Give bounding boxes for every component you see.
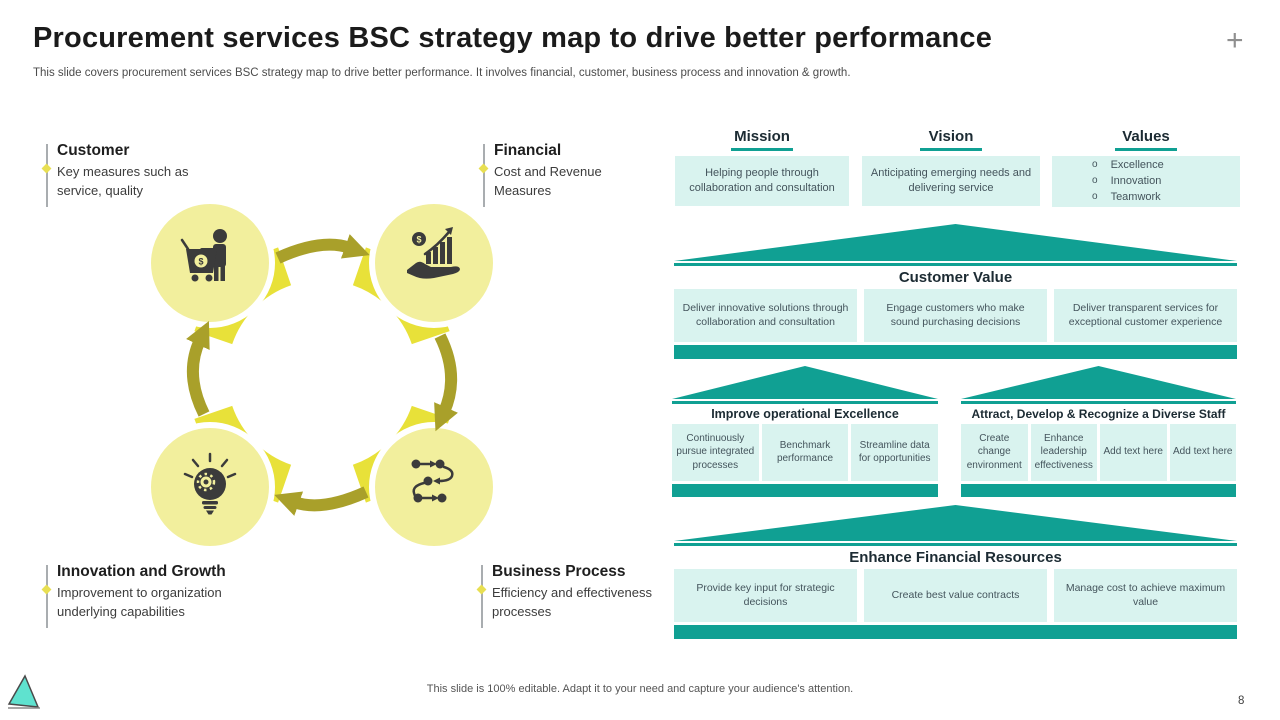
house-base-bar [672, 483, 938, 497]
house-boxes: Deliver innovative solutions through col… [674, 288, 1237, 342]
house-title: Improve operational Excellence [711, 406, 899, 421]
strategy-box: Add text here [1169, 423, 1236, 481]
house-base-bar [674, 344, 1237, 359]
roof-triangle [961, 366, 1236, 399]
page-subtitle: This slide covers procurement services B… [33, 67, 851, 79]
title-underline [920, 148, 982, 151]
mission-title: Mission [734, 128, 790, 145]
house-title: Enhance Financial Resources [849, 548, 1062, 566]
house-boxes: Create change environment Enhance leader… [961, 423, 1236, 481]
svg-text:$: $ [416, 235, 421, 245]
quadrant-title: Customer [57, 142, 130, 159]
strategy-box: Create change environment [961, 423, 1028, 481]
house-financial-resources: Enhance Financial Resources Provide key … [674, 505, 1237, 639]
customer-cart-icon: $ [180, 229, 227, 282]
strategy-box: Provide key input for strategic decision… [674, 568, 857, 622]
quadrant-label-innovation: Innovation and Growth Improvement to org… [41, 563, 257, 628]
bsc-cycle-diagram: $ $ [145, 198, 499, 552]
values-item-text: Excellence [1110, 159, 1164, 171]
diamond-marker-icon [476, 584, 486, 595]
strategy-box: Continuously pursue integrated processes [672, 423, 759, 481]
values-item: o Innovation [1092, 174, 1200, 189]
connector-line [46, 144, 48, 207]
mission-text: Helping people through collaboration and… [675, 156, 849, 206]
vision-title: Vision [928, 128, 974, 145]
plus-icon[interactable]: + [1226, 24, 1244, 57]
quadrant-label-business: Business Process Efficiency and effectiv… [476, 563, 667, 628]
roof-triangle [674, 224, 1237, 261]
house-boxes: Provide key input for strategic decision… [674, 568, 1237, 622]
vision-column: Vision Anticipating emerging needs and d… [862, 128, 1040, 206]
strategy-box: Engage customers who make sound purchasi… [864, 288, 1047, 342]
values-list: o Excellence o Innovation o Teamwork [1052, 156, 1240, 207]
mission-column: Mission Helping people through collabora… [675, 128, 849, 206]
financial-hand-chart-icon: $ [407, 227, 460, 279]
connector-line [483, 144, 485, 207]
page-title: Procurement services BSC strategy map to… [33, 22, 993, 54]
quadrant-label-customer: Customer Key measures such as service, q… [41, 142, 222, 207]
roof-triangle [674, 505, 1237, 541]
roof-baseline [674, 543, 1237, 546]
quadrant-desc: Improvement to organization underlying c… [57, 585, 222, 619]
values-column: Values o Excellence o Innovation o Teamw… [1052, 128, 1240, 207]
strategy-box: Add text here [1100, 423, 1167, 481]
house-operational-excellence: Improve operational Excellence Continuou… [672, 366, 939, 497]
house-base-bar [674, 624, 1237, 639]
strategy-box: Manage cost to achieve maximum value [1054, 568, 1237, 622]
vision-text: Anticipating emerging needs and deliveri… [862, 156, 1040, 206]
bullet: o [1092, 190, 1098, 202]
svg-text:$: $ [198, 257, 203, 267]
brand-triangle-logo [7, 674, 40, 709]
strategy-box: Deliver transparent services for excepti… [1054, 288, 1237, 342]
roof-baseline [674, 263, 1237, 266]
innovation-bulb-gear-icon [183, 452, 237, 515]
values-item-text: Innovation [1110, 174, 1162, 187]
roof-baseline [672, 401, 938, 404]
house-base-bar [961, 483, 1236, 497]
roof-triangle [672, 366, 938, 399]
cycle-arrows [186, 234, 458, 516]
house-title: Customer Value [898, 268, 1013, 286]
strategy-box: Enhance leadership effectiveness [1030, 423, 1097, 481]
connector-line [481, 565, 483, 628]
values-item-text: Teamwork [1110, 190, 1161, 203]
diamond-marker-icon [41, 584, 51, 595]
strategy-box: Create best value contracts [864, 568, 1047, 622]
title-underline [731, 148, 793, 151]
house-diverse-staff: Attract, Develop & Recognize a Diverse S… [961, 366, 1236, 497]
house-customer-value: Customer Value Deliver innovative soluti… [674, 224, 1237, 359]
business-process-flow-icon [411, 459, 454, 503]
diamond-marker-icon [41, 163, 51, 174]
business-process-circle [369, 422, 499, 552]
connector-line [46, 565, 48, 628]
strategy-box: Deliver innovative solutions through col… [674, 288, 857, 342]
strategy-box: Streamline data for opportunities [851, 423, 939, 481]
quadrant-title: Business Process [492, 563, 626, 580]
roof-baseline [961, 401, 1236, 404]
bullet: o [1092, 159, 1098, 170]
house-boxes: Continuously pursue integrated processes… [672, 423, 939, 481]
strategy-box: Benchmark performance [761, 423, 849, 481]
quadrant-desc: Efficiency and effectiveness processes [492, 585, 652, 619]
quadrant-title: Financial [494, 142, 562, 159]
title-underline [1115, 148, 1177, 151]
quadrant-desc: Key measures such as service, quality [57, 164, 189, 198]
footer-note: This slide is 100% editable. Adapt it to… [426, 683, 854, 695]
quadrant-title: Innovation and Growth [57, 563, 226, 580]
quadrant-label-financial: Financial Cost and Revenue Measures [478, 142, 624, 207]
quadrant-desc: Cost and Revenue Measures [494, 164, 602, 198]
diamond-marker-icon [478, 163, 488, 174]
bullet: o [1092, 174, 1098, 186]
values-item: o Excellence [1092, 158, 1200, 173]
values-title: Values [1122, 128, 1170, 145]
house-title: Attract, Develop & Recognize a Diverse S… [971, 406, 1226, 421]
page-number: 8 [1238, 695, 1245, 707]
values-item: o Teamwork [1092, 190, 1200, 205]
